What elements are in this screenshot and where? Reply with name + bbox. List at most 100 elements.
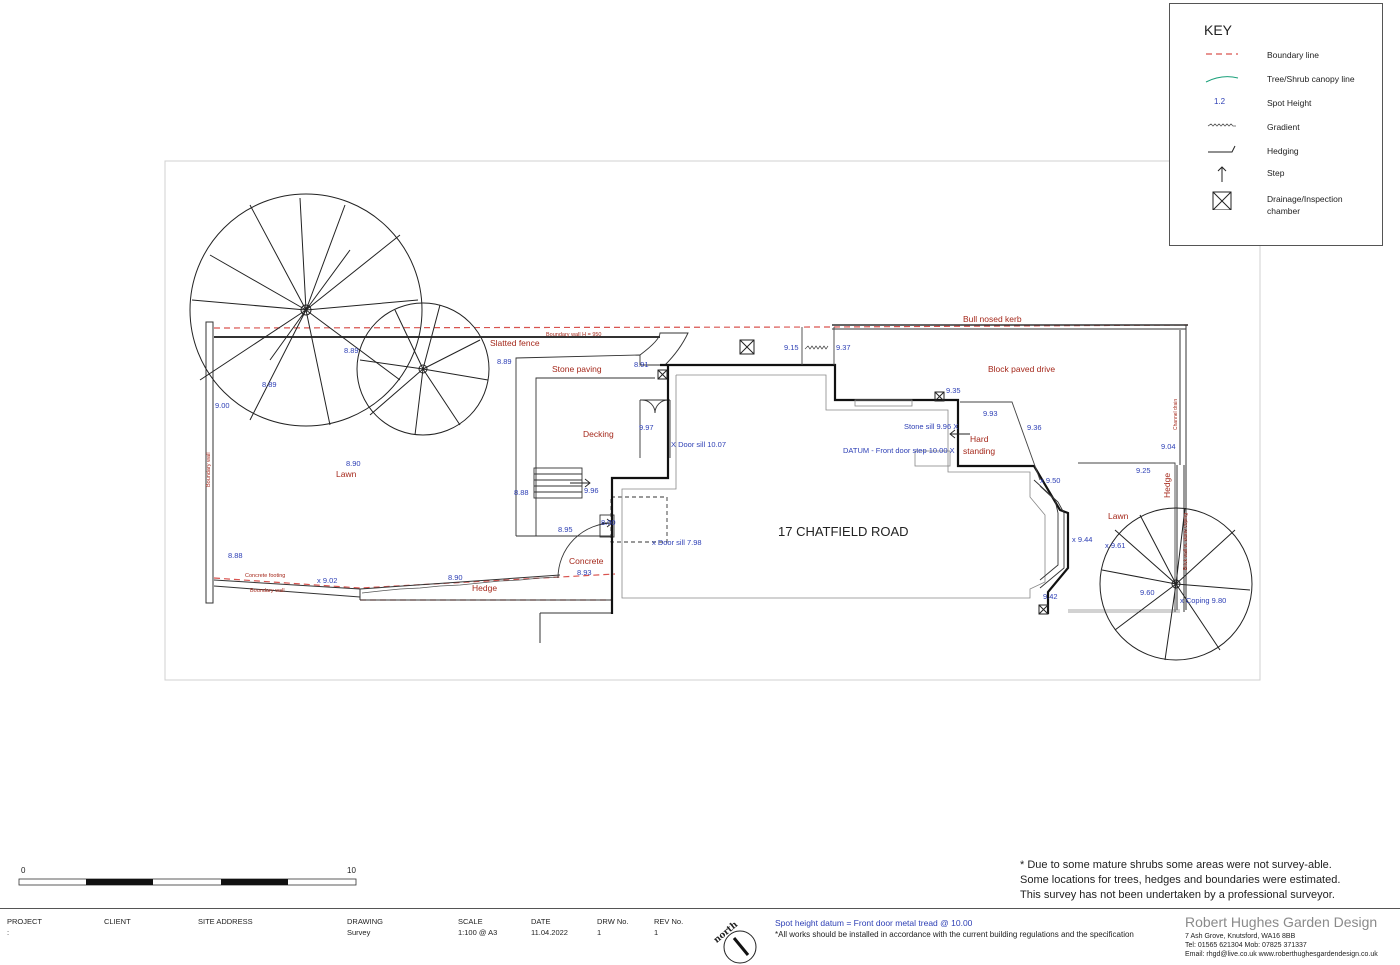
spot-heights: 8.89 8.89 8.89 9.00 8.90 8.88 8.88 x 9.0… [215, 343, 1226, 605]
scale-value: 1:100 @ A3 [458, 928, 498, 937]
tree-front [1099, 507, 1253, 661]
key-label: Gradient [1267, 122, 1300, 132]
label-decking: Decking [583, 429, 614, 439]
spot-height: x 9.50 [1040, 476, 1060, 485]
spot-height: 9.36 [1027, 423, 1042, 432]
boundary-walls [205, 321, 1188, 643]
spot-height: 8.89 [262, 380, 277, 389]
spot-height: 8.88 [228, 551, 243, 560]
firm-address: 7 Ash Grove, Knutsford, WA16 8BB [1185, 933, 1296, 940]
label-brick-wall: Brick wall w. stone coping [1183, 513, 1189, 570]
label-channel-drain: Channel drain [1173, 399, 1179, 430]
spot-height: 8.95 [558, 525, 573, 534]
label-bull-nosed-kerb: Bull nosed kerb [963, 314, 1022, 324]
key-item-boundary-line: Boundary line [1170, 46, 1382, 66]
key-item-drainage: Drainage/Inspection chamber [1170, 190, 1382, 220]
tree-large [189, 193, 423, 427]
project-value: : [7, 928, 10, 937]
spot-height: 8.88 [514, 488, 529, 497]
bay-window [1033, 479, 1065, 589]
gradient-icon [1207, 123, 1236, 127]
revision-value: 1 [654, 928, 659, 937]
scale-bar: 0 10 [18, 866, 356, 886]
note-line: This survey has not been undertaken by a… [1020, 889, 1335, 901]
spot-height: 9.25 [1136, 466, 1151, 475]
label-concrete-footing: Concrete footing [245, 573, 285, 579]
boundary-line-icon [1206, 53, 1238, 55]
key-label: Drainage/Inspection chamber [1267, 194, 1343, 216]
key-label: Step [1267, 168, 1285, 178]
label-concrete: Concrete [569, 556, 604, 566]
firm-phone: Tel: 01565 621304 Mob: 07825 371337 [1185, 942, 1307, 949]
spot-height: 9.96 [584, 486, 599, 495]
client-label: CLIENT [104, 917, 131, 926]
scale-bar-start: 0 [21, 866, 26, 875]
label-lawn-back: Lawn [336, 469, 357, 479]
spot-height: 9.93 [983, 409, 998, 418]
drawing-value: Survey [347, 928, 371, 937]
label-standing: standing [963, 446, 995, 456]
works-note: *All works should be installed in accord… [775, 930, 1134, 939]
key-item-gradient: Gradient [1170, 118, 1382, 138]
drainage-chamber-icon [1212, 191, 1232, 210]
step-arrow-icon [1217, 166, 1227, 182]
terrace-outlines [515, 332, 689, 579]
label-hedge-right: Hedge [1162, 473, 1172, 498]
tree-medium [356, 302, 490, 436]
date-label: DATE [531, 917, 551, 926]
spot-height: 8.00 [601, 518, 616, 527]
spot-height: x Coping 9.80 [1180, 596, 1226, 605]
area-labels: Bull nosed kerb Slatted fence Boundary w… [206, 314, 1189, 594]
key-label: Boundary line [1267, 50, 1319, 60]
spot-height: X Door sill 10.07 [671, 440, 726, 449]
spot-height: 9.60 [1140, 588, 1155, 597]
label-boundary-wall-left: Boundary wall [206, 452, 212, 487]
label-hard: Hard [970, 434, 989, 444]
spot-height: x 9.44 [1072, 535, 1092, 544]
step-arrows [570, 429, 970, 528]
hedging-icon [1208, 145, 1236, 153]
key-item-canopy: Tree/Shrub canopy line [1170, 70, 1382, 90]
hedge-line [361, 576, 559, 594]
scale-bar-end: 10 [347, 866, 356, 875]
key-title: KEY [1204, 22, 1233, 38]
label-hedge-bottom: Hedge [472, 583, 497, 593]
spot-height-datum: Spot height datum = Front door metal tre… [775, 918, 973, 928]
house-label: 17 CHATFIELD ROAD [778, 524, 909, 539]
gradient-mark [804, 345, 829, 350]
label-lawn-front: Lawn [1108, 511, 1129, 521]
drawing-label: DRAWING [347, 917, 383, 926]
revision-label: REV No. [654, 917, 684, 926]
spot-height: Stone sill 9.96 X [904, 422, 958, 431]
drawing-number-label: DRW No. [597, 917, 629, 926]
house-inner [621, 374, 1180, 613]
drawing-number-value: 1 [597, 928, 602, 937]
spot-height: 8.93 [577, 568, 592, 577]
scale-label: SCALE [458, 917, 483, 926]
key-label: Hedging [1267, 146, 1299, 156]
drainage-chambers [657, 339, 1049, 615]
key-item-step: Step [1170, 164, 1382, 184]
label-block-paved-drive: Block paved drive [988, 364, 1055, 374]
firm-email: Email: rhgd@live.co.uk www.roberthughesg… [1185, 951, 1378, 958]
spot-height: 9.15 [784, 343, 799, 352]
label-boundary-wall-bottom: Boundary wall [250, 588, 285, 594]
label-stone-paving: Stone paving [552, 364, 602, 374]
spot-height: 8.90 [448, 573, 463, 582]
key-item-hedging: Hedging [1170, 142, 1382, 162]
canopy-line-icon [1205, 76, 1239, 83]
spot-height: 9.42 [1043, 592, 1058, 601]
note-line: Some locations for trees, hedges and bou… [1020, 874, 1341, 886]
spot-height: 9.37 [836, 343, 851, 352]
spot-height: DATUM - Front door step 10.00 X [843, 446, 955, 455]
title-block: PROJECT : CLIENT SITE ADDRESS DRAWING Su… [0, 908, 1400, 964]
spot-height-icon: 1.2 [1214, 97, 1226, 106]
spot-height: 8.89 [497, 357, 512, 366]
firm-name: Robert Hughes Garden Design [1185, 914, 1378, 930]
spot-height: 8.91 [634, 360, 649, 369]
spot-height: x 9.02 [317, 576, 337, 585]
spot-height: 9.00 [215, 401, 230, 410]
site-address-label: SITE ADDRESS [198, 917, 253, 926]
driveway-edges [801, 327, 1176, 612]
